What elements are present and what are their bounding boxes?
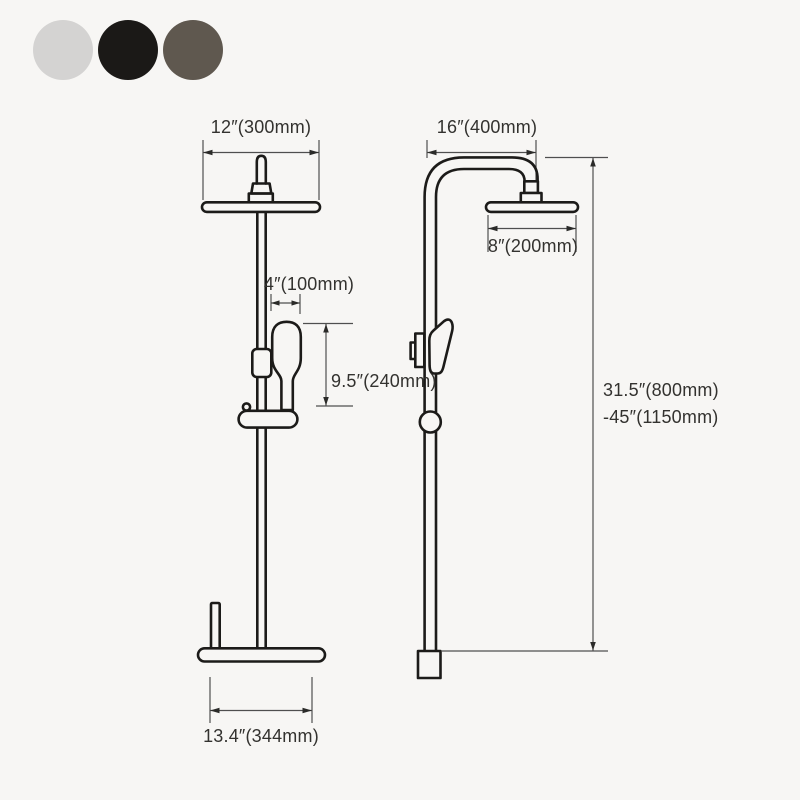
arrowhead <box>271 300 280 306</box>
slider-bracket <box>251 347 273 379</box>
shower-head-stem <box>255 154 268 185</box>
arrowhead <box>566 225 576 232</box>
base-tray <box>196 646 327 663</box>
dim-label-pole-height-line1: 31.5″(800mm) <box>603 380 719 400</box>
arrowhead <box>488 225 498 232</box>
arrowhead <box>590 642 596 651</box>
dim-label-head-diameter: 8″(200mm) <box>487 236 579 256</box>
rain-shower-head <box>200 201 322 214</box>
rain-shower-head-side <box>484 201 580 214</box>
dim-label-arm-reach: 16″(400mm) <box>436 117 538 137</box>
dim-label-pole-height-line2: -45″(1150mm) <box>603 407 719 427</box>
side-view-dimension-lines <box>426 140 608 652</box>
arrowhead <box>323 397 329 406</box>
head-connector <box>519 191 543 204</box>
shower-head-connector <box>250 182 273 195</box>
dim-label-hand-shower-width: 4″(100mm) <box>263 274 355 294</box>
arrowhead <box>526 149 536 156</box>
color-options <box>33 20 223 80</box>
wall-bracket <box>413 332 426 369</box>
dim-label-pole-height: 31.5″(800mm) -45″(1150mm) <box>603 377 719 431</box>
ball-joint <box>418 410 443 434</box>
color-swatch-black[interactable] <box>98 20 158 80</box>
arrowhead <box>427 149 437 156</box>
spout-riser <box>209 601 221 650</box>
valve-body <box>237 409 299 429</box>
head-connector <box>522 180 540 195</box>
dim-label-head-width: 12″(300mm) <box>210 117 312 137</box>
arrowhead <box>210 707 220 714</box>
shower-arm-outer <box>423 156 539 653</box>
hose-end-weight <box>416 649 442 680</box>
dim-label-base-width: 13.4″(344mm) <box>203 726 319 746</box>
hand-shower <box>270 320 303 412</box>
dim-label-hand-shower-drop: 9.5″(240mm) <box>331 371 437 391</box>
arrowhead <box>590 158 596 167</box>
front-view-drawing <box>196 154 327 663</box>
shower-head-connector <box>247 192 275 204</box>
shower-arm-inner <box>434 167 526 653</box>
arrowhead <box>291 300 300 306</box>
side-view-drawing <box>409 156 580 680</box>
front-view-dimension-lines <box>202 140 353 723</box>
color-swatch-grey[interactable] <box>163 20 223 80</box>
arrowhead <box>302 707 312 714</box>
hand-shower-side <box>427 318 454 375</box>
arrowhead <box>203 149 213 156</box>
arrowhead <box>309 149 319 156</box>
color-swatch-light-grey[interactable] <box>33 20 93 80</box>
arrowhead <box>323 324 329 333</box>
